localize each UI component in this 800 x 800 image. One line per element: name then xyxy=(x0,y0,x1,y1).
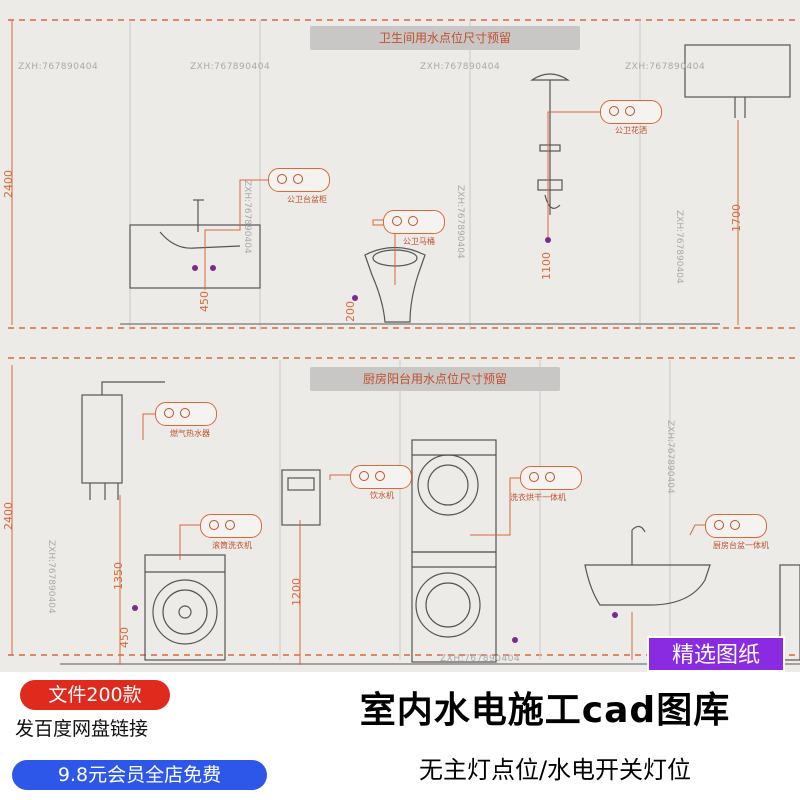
fixture-tag xyxy=(600,100,662,124)
dimension-label: 2400 xyxy=(2,170,15,198)
dimension-label: 450 xyxy=(198,291,211,312)
delivery-text: 发百度网盘链接 xyxy=(15,718,149,740)
basin-label: 公卫台盆柜 xyxy=(287,195,327,204)
kitchen-sink-label: 厨房台盆一体机 xyxy=(713,541,769,550)
dimension-label: 200 xyxy=(344,301,357,322)
fixture-tag xyxy=(350,465,412,489)
main-title: 室内水电施工cad图库 xyxy=(359,690,731,731)
fixture-tag xyxy=(520,466,582,490)
fixture-tag xyxy=(268,168,330,192)
kitchen-section-title: 厨房阳台用水点位尺寸预留 xyxy=(310,367,560,391)
subtitle: 无主灯点位/水电开关灯位 xyxy=(418,756,692,784)
watermark: ZXH:767890404 xyxy=(190,62,271,72)
watermark: ZXH:767890404 xyxy=(440,654,521,664)
watermark: ZXH:767890404 xyxy=(420,62,501,72)
fixture-tag xyxy=(705,514,767,538)
dimension-label: 1700 xyxy=(730,204,743,232)
dimension-label: 450 xyxy=(118,627,131,648)
washer-dryer-label: 洗衣烘干一体机 xyxy=(510,493,566,502)
dimension-label: 1200 xyxy=(290,578,303,606)
dimension-label: 2400 xyxy=(2,502,15,530)
bathroom-section-title: 卫生间用水点位尺寸预留 xyxy=(310,26,580,50)
file-count-pill: 文件200款 xyxy=(20,680,170,710)
watermark: ZXH:767890404 xyxy=(625,62,706,72)
watermark: ZXH:767890404 xyxy=(665,420,675,494)
watermark: ZXH:767890404 xyxy=(455,185,465,259)
dimension-label: 1100 xyxy=(540,252,553,280)
promo-banner: 文件200款 发百度网盘链接 9.8元会员全店免费 室内水电施工cad图库 无主… xyxy=(0,672,800,800)
dispenser-label: 饮水机 xyxy=(370,491,394,500)
watermark: ZXH:767890404 xyxy=(46,540,56,614)
watermark: ZXH:767890404 xyxy=(674,210,684,284)
fixture-tag xyxy=(200,514,262,538)
featured-badge: 精选图纸 xyxy=(647,636,785,672)
watermark: ZXH:767890404 xyxy=(18,62,99,72)
shower-label: 公卫花洒 xyxy=(615,126,647,135)
gas-heater-label: 燃气热水器 xyxy=(170,429,210,438)
fixture-tag xyxy=(155,402,217,426)
drum-washer-label: 滚筒洗衣机 xyxy=(212,541,252,550)
membership-pill: 9.8元会员全店免费 xyxy=(12,760,267,790)
dimension-label: 1350 xyxy=(112,562,125,590)
cad-drawing xyxy=(8,19,800,665)
toilet-label: 公卫马桶 xyxy=(403,237,435,246)
watermark: ZXH:767890404 xyxy=(242,180,252,254)
fixture-tag xyxy=(383,210,445,234)
